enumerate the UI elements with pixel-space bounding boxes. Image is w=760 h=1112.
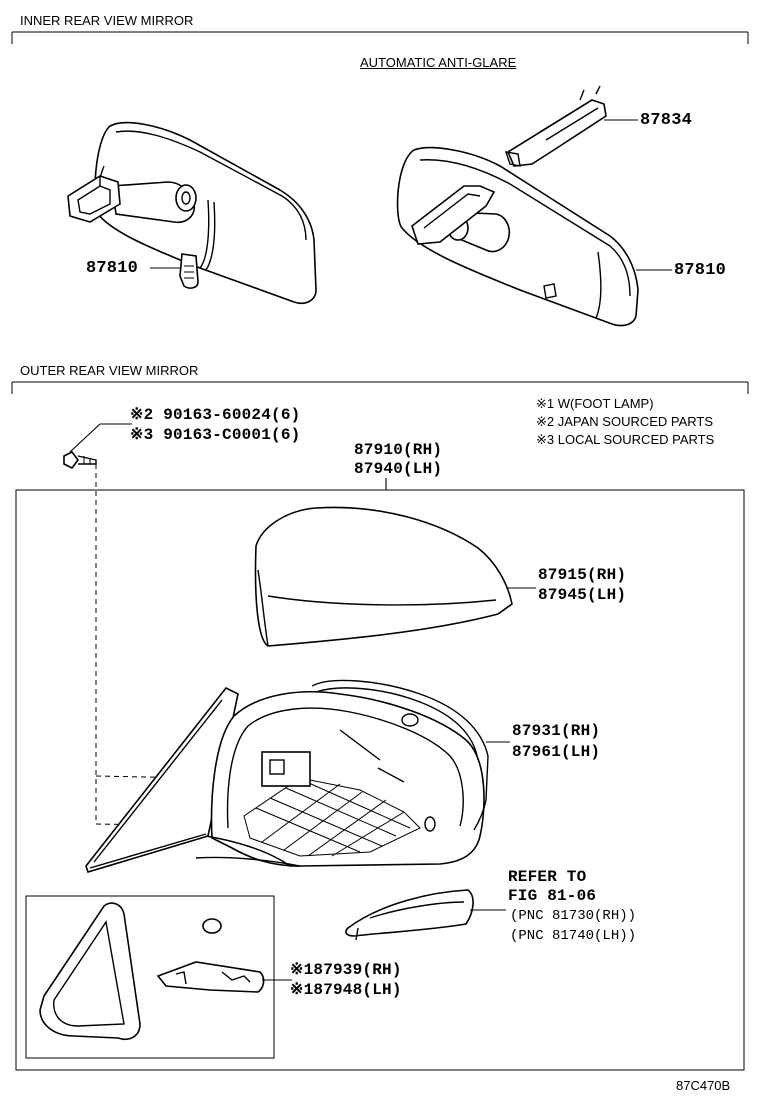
refer-to: REFER TO (508, 868, 587, 886)
assembly-frame (15, 489, 745, 1071)
refer-pnc-rh: (PNC 81730(RH)) (510, 908, 637, 924)
assy-rh: 87910(RH) (354, 441, 443, 459)
leader-screw (69, 423, 101, 453)
cover-rh: 87915(RH) (538, 566, 627, 584)
outer-section-title: OUTER REAR VIEW MIRROR (20, 363, 199, 378)
inner-mirror-standard (67, 121, 317, 305)
refer-pnc-lh: (PNC 81740(LH)) (510, 928, 637, 944)
mirror-housing (85, 679, 489, 873)
refer-fig: FIG 81-06 (508, 887, 597, 905)
screw (63, 450, 97, 470)
note-3: ※3 LOCAL SOURCED PARTS (536, 432, 715, 447)
housing-lh: 87961(LH) (512, 743, 601, 761)
screw-part-2: ※3 90163-C0001(6) (130, 426, 301, 444)
foot-lamp-lh: ※187948(LH) (290, 981, 402, 999)
assy-lh: 87940(LH) (354, 460, 443, 478)
screw-part-1: ※2 90163-60024(6) (130, 406, 301, 424)
anti-glare-bracket (504, 85, 607, 167)
diagram-code: 87C470B (676, 1078, 731, 1093)
part-87810-right: 87810 (674, 261, 727, 280)
auto-anti-glare-label: AUTOMATIC ANTI-GLARE (360, 55, 517, 70)
inner-section-rule (11, 31, 749, 44)
note-2: ※2 JAPAN SOURCED PARTS (536, 414, 714, 429)
part-87810-left: 87810 (86, 259, 139, 278)
turn-signal-lamp (345, 889, 474, 941)
part-87834: 87834 (640, 111, 693, 130)
cover-lh: 87945(LH) (538, 586, 627, 604)
note-1: ※1 W(FOOT LAMP) (536, 396, 654, 411)
mirror-cover (254, 506, 513, 647)
foot-lamp-rh: ※187939(RH) (290, 961, 402, 979)
inset-frame (25, 895, 275, 1059)
outer-section-rule (11, 381, 749, 394)
inner-section-title: INNER REAR VIEW MIRROR (20, 13, 194, 28)
foot-lamp-parts (39, 902, 265, 1040)
housing-rh: 87931(RH) (512, 722, 601, 740)
inner-mirror-auto-anti-glare (396, 146, 639, 327)
